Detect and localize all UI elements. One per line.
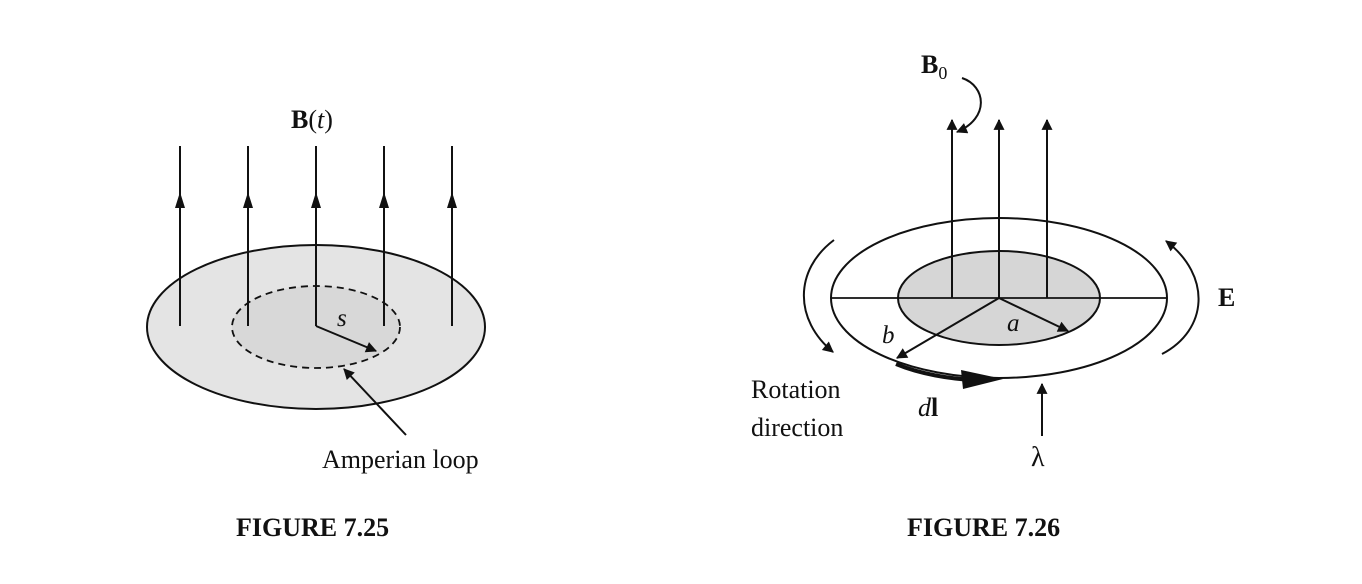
field-lines-bt xyxy=(179,146,453,326)
radius-label-a: a xyxy=(1007,310,1020,337)
field-arrowheads xyxy=(175,192,457,208)
lambda-label: λ xyxy=(1031,442,1045,473)
e-field-label: E xyxy=(1218,283,1235,312)
radius-s-arrow xyxy=(315,325,378,353)
rotation-label-line2: direction xyxy=(751,413,843,442)
amperian-loop-label: Amperian loop xyxy=(322,445,479,474)
rotation-label-line1: Rotation xyxy=(751,375,841,404)
figure-7-25: B(t) s Amperian loop FIGURE 7.25 xyxy=(146,105,486,542)
field-label-b0: B0 xyxy=(921,50,947,83)
radius-a-arrow xyxy=(998,297,1069,332)
e-field-arc-right xyxy=(1161,240,1200,355)
rotation-direction-arc xyxy=(803,239,835,353)
arrowhead-up-icon xyxy=(311,192,321,208)
field-label-bt: B(t) xyxy=(291,105,333,134)
field-lines-b0 xyxy=(946,118,1053,298)
radius-b-arrow xyxy=(896,297,1000,359)
b0-curved-pointer xyxy=(955,77,982,134)
figure-7-26: B0 E a b dl λ Rotation direction FIGURE … xyxy=(751,50,1235,542)
dl-arrowhead-icon xyxy=(961,370,1003,389)
caption-fig-7-26: FIGURE 7.26 xyxy=(907,513,1060,542)
dl-label: dl xyxy=(918,393,938,422)
arrowhead-up-icon xyxy=(447,192,457,208)
arrowhead-up-icon xyxy=(243,192,253,208)
radius-label-b: b xyxy=(882,322,895,349)
radius-label-s: s xyxy=(337,305,347,332)
arrowhead-up-icon xyxy=(175,192,185,208)
caption-fig-7-25: FIGURE 7.25 xyxy=(236,513,389,542)
arrowhead-up-icon xyxy=(379,192,389,208)
amperian-pointer-arrow xyxy=(343,368,407,436)
